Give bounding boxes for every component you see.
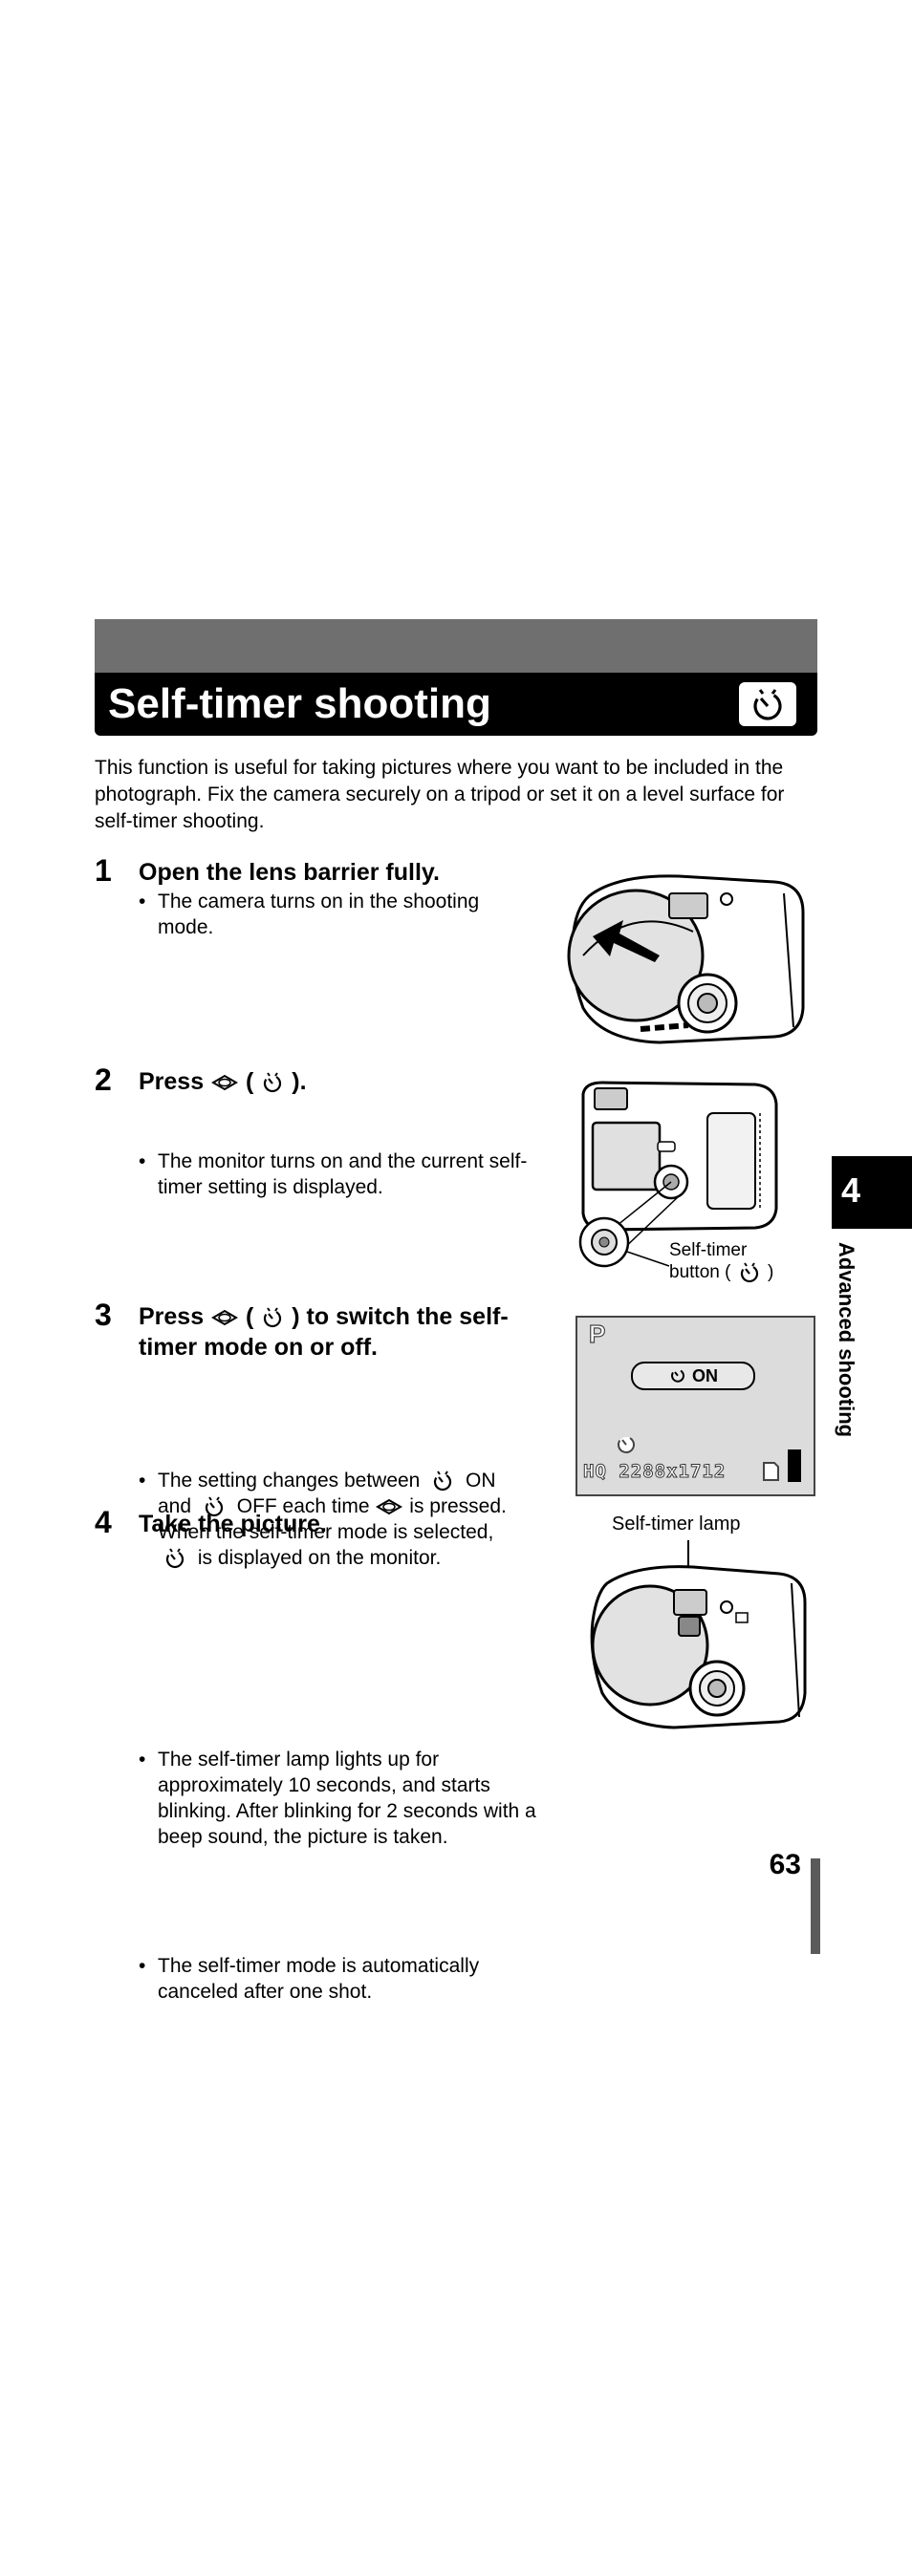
title-icon-box bbox=[739, 682, 796, 726]
title-bar: Self-timer shooting bbox=[95, 673, 817, 736]
self-timer-icon bbox=[434, 1470, 452, 1492]
callout-prefix: button ( bbox=[669, 1262, 731, 1283]
step-3-number: 3 bbox=[95, 1298, 112, 1332]
bullet-text: The setting changes between bbox=[158, 1470, 421, 1492]
chapter-tab: 4 bbox=[832, 1156, 912, 1229]
bullet-text: is pressed. bbox=[409, 1495, 507, 1517]
camera-front-lamp-illustration bbox=[590, 1540, 807, 1729]
lcd-monitor-display: P ON HQ 2288x1712 bbox=[575, 1316, 815, 1496]
ok-button-icon bbox=[211, 1075, 239, 1091]
lcd-mode-indicator: P bbox=[588, 1319, 606, 1348]
lcd-badge-text: ON bbox=[692, 1366, 718, 1385]
step-1-heading: Open the lens barrier fully. bbox=[139, 859, 440, 886]
chapter-label: Advanced shooting bbox=[835, 1242, 858, 1438]
self-timer-icon bbox=[264, 1307, 282, 1328]
lcd-self-timer-icon bbox=[618, 1436, 635, 1453]
bullet-text: is displayed on the monitor. bbox=[197, 1547, 442, 1569]
step-4-bullet-1: The self-timer lamp lights up for approx… bbox=[139, 1747, 559, 1850]
step-3-bullet: The setting changes between ON and OFF e… bbox=[139, 1468, 578, 1571]
self-timer-icon bbox=[753, 689, 782, 720]
card-icon bbox=[763, 1462, 779, 1481]
step-3-heading-line2: timer mode on or off. bbox=[139, 1334, 378, 1361]
intro-paragraph: This function is useful for taking pictu… bbox=[95, 757, 785, 832]
ok-button-icon bbox=[376, 1499, 403, 1515]
self-timer-icon bbox=[165, 1548, 185, 1569]
chapter-label-vertical: Advanced shooting bbox=[834, 1242, 868, 1471]
lcd-self-timer-on-badge: ON bbox=[631, 1362, 755, 1390]
lcd-status-line: HQ 2288x1712 bbox=[582, 1461, 727, 1483]
step-3-heading-press: Press bbox=[139, 1303, 205, 1330]
bullet-text: and bbox=[158, 1495, 192, 1517]
self-timer-button-callout-line2: button ( ) bbox=[669, 1261, 773, 1284]
bullet-text: ON bbox=[466, 1470, 496, 1492]
step-2-heading-open: ( bbox=[246, 1068, 254, 1095]
step-4-heading: Take the picture. bbox=[139, 1511, 327, 1537]
callout-suffix: ) bbox=[768, 1262, 774, 1283]
step-4-number: 4 bbox=[95, 1505, 112, 1539]
page-number-bar bbox=[811, 1858, 820, 1954]
ok-button-icon bbox=[211, 1310, 239, 1326]
step-3-heading-mid: ) to switch the self- bbox=[292, 1303, 509, 1330]
step-2-bullet: The monitor turns on and the current sel… bbox=[139, 1148, 569, 1200]
header-band bbox=[95, 619, 817, 673]
step-3-heading-line1: Press ( ) to switch the self- bbox=[139, 1301, 509, 1333]
step-2-number: 2 bbox=[95, 1063, 112, 1097]
step-2-heading: Press ( ). bbox=[139, 1066, 307, 1098]
bullet-text: OFF each time bbox=[236, 1495, 370, 1517]
step-3-bullet-line3: When the self-timer mode is selected, bbox=[158, 1521, 494, 1543]
battery-indicator bbox=[788, 1449, 801, 1482]
step-2-heading-press: Press bbox=[139, 1068, 205, 1095]
self-timer-icon bbox=[740, 1262, 758, 1283]
self-timer-icon bbox=[264, 1072, 282, 1093]
step-3-bullet-line1: The setting changes between ON bbox=[158, 1468, 578, 1493]
self-timer-button-callout-line1: Self-timer bbox=[669, 1240, 748, 1260]
camera-back-illustration bbox=[578, 1081, 778, 1268]
self-timer-icon bbox=[205, 1496, 223, 1517]
step-3-bullet-line4: is displayed on the monitor. bbox=[158, 1545, 578, 1571]
step-1-bullet: The camera turns on in the shooting mode… bbox=[139, 889, 540, 940]
step-4-bullet-2: The self-timer mode is automatically can… bbox=[139, 1953, 559, 2005]
step-2-heading-close: ). bbox=[292, 1068, 307, 1095]
page-number: 63 bbox=[769, 1849, 801, 1880]
step-3-heading-open: ( bbox=[246, 1303, 254, 1330]
self-timer-lamp-label: Self-timer lamp bbox=[612, 1513, 741, 1535]
page-title: Self-timer shooting bbox=[108, 680, 491, 727]
step-3-bullet-line2: and OFF each time is pressed. bbox=[158, 1493, 578, 1519]
step-1-number: 1 bbox=[95, 853, 112, 888]
camera-open-lens-illustration bbox=[567, 874, 805, 1044]
chapter-number: 4 bbox=[841, 1170, 861, 1210]
self-timer-icon bbox=[671, 1369, 684, 1383]
